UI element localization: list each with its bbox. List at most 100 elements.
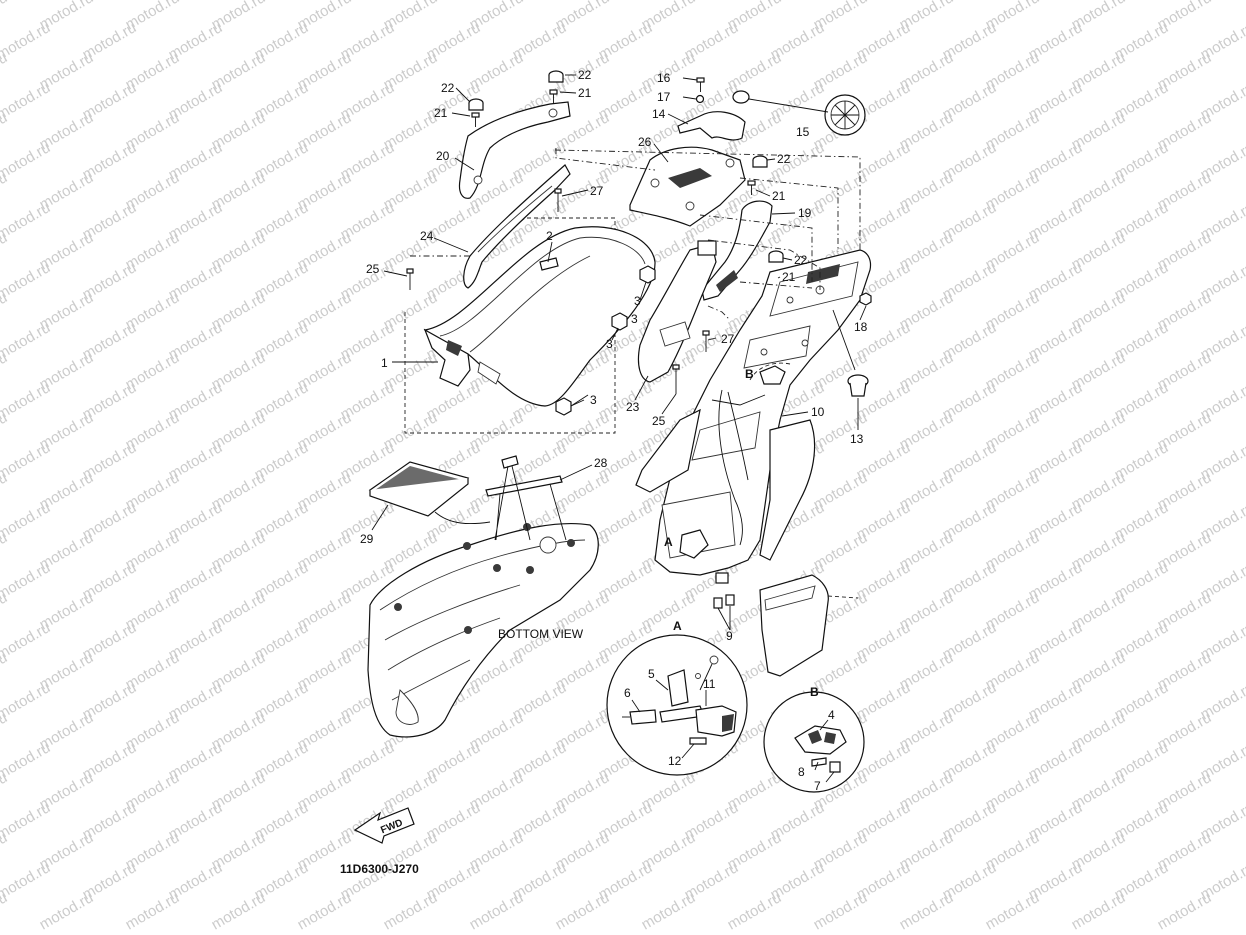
rear-top-cover <box>629 146 746 227</box>
callout-25: 25 <box>366 262 380 276</box>
leader-line <box>749 362 791 381</box>
callout-23: 23 <box>626 400 640 414</box>
callout-9: 9 <box>726 629 733 643</box>
callout-10: 10 <box>811 405 825 419</box>
washer <box>695 94 705 104</box>
callout-24: 24 <box>420 229 434 243</box>
callout-27: 27 <box>721 332 735 346</box>
tool-kit <box>368 461 470 517</box>
seat-nut <box>555 265 656 416</box>
bottom-view-label: BOTTOM VIEW <box>498 627 584 641</box>
callout-26: 26 <box>638 135 652 149</box>
watermark-text: motod.ru <box>0 259 53 303</box>
watermark-text: motod.ru <box>0 79 53 123</box>
callout-22: 22 <box>777 152 791 166</box>
callout-11: 11 <box>703 677 716 691</box>
leader-line <box>434 511 491 525</box>
callout-17: 17 <box>657 90 671 104</box>
callout-16: 16 <box>657 71 671 85</box>
bulb <box>732 90 750 104</box>
watermark-text: motod.ru <box>639 889 699 933</box>
callout-14: 14 <box>652 107 666 121</box>
cap-fastener <box>468 70 784 263</box>
switch-location <box>679 529 709 559</box>
callout-1: 1 <box>381 356 388 370</box>
grab-bar-right <box>701 200 773 301</box>
side-cover-left <box>463 164 571 289</box>
watermark-text: motod.ru <box>467 889 527 933</box>
watermark-text: motod.ru <box>0 439 53 483</box>
leader-line <box>832 309 856 371</box>
callout-22: 22 <box>441 81 455 95</box>
watermark-text: motod.ru <box>0 679 53 723</box>
watermark-text: motod.ru <box>725 889 785 933</box>
callout-3: 3 <box>590 393 597 407</box>
watermark-text: motod.ru <box>0 139 53 183</box>
watermark-text: motod.ru <box>37 889 97 933</box>
callout-5: 5 <box>648 667 655 681</box>
callout-12: 12 <box>668 754 682 768</box>
callout-leaders <box>371 74 867 783</box>
callout-19: 19 <box>798 206 812 220</box>
watermark-text: motod.ru <box>983 889 1043 933</box>
watermark-text: motod.ru <box>897 889 957 933</box>
callout-21: 21 <box>772 189 786 203</box>
leader-line <box>748 98 829 113</box>
callout-18: 18 <box>854 320 868 334</box>
callout-3: 3 <box>631 312 638 326</box>
watermark-text: motod.ru <box>0 379 53 423</box>
grab-bar-left <box>458 101 571 199</box>
watermark-text: motod.ru <box>123 889 183 933</box>
watermark-text: motod.ru <box>0 559 53 603</box>
taillight-bracket <box>677 111 746 141</box>
seat <box>423 226 656 407</box>
seat-switch-location <box>759 365 786 385</box>
leader-line <box>827 595 859 599</box>
detail-a <box>606 634 748 776</box>
callout-labels: 1 2 3 3 3 3 4 5 6 7 8 9 10 11 12 13 14 1… <box>360 68 868 793</box>
watermark-text: motod.ru <box>209 889 269 933</box>
detail-b-marker: B <box>745 367 754 381</box>
side-cover-right <box>637 240 717 383</box>
watermark-text: motod.ru <box>0 199 53 243</box>
watermark-text: motod.ru <box>0 799 53 843</box>
watermark-text: motod.ru <box>1069 889 1129 933</box>
callout-8: 8 <box>798 765 805 779</box>
callout-4: 4 <box>828 708 835 722</box>
detail-b <box>763 691 865 793</box>
watermark-text: motod.ru <box>381 889 441 933</box>
nut <box>859 292 872 306</box>
callout-20: 20 <box>436 149 450 163</box>
watermark-text: motod.ru <box>553 889 613 933</box>
rear-frame <box>635 249 872 576</box>
fwd-arrow-icon <box>353 807 415 844</box>
watermark-text: motod.ru <box>0 0 10 33</box>
seat-bottom-view <box>367 522 599 738</box>
callout-2: 2 <box>546 229 553 243</box>
watermark-text: motod.ru <box>1155 889 1215 933</box>
callout-27: 27 <box>590 184 604 198</box>
connector <box>713 572 735 609</box>
callout-21: 21 <box>434 106 448 120</box>
watermark-text: motod.ru <box>811 889 871 933</box>
callout-15: 15 <box>796 125 810 139</box>
detail-a-marker: A <box>664 535 673 549</box>
callout-21: 21 <box>578 86 592 100</box>
watermark-text: motod.ru <box>0 619 53 663</box>
callout-7: 7 <box>814 779 821 793</box>
taillight-lens <box>824 94 866 136</box>
callout-22: 22 <box>794 253 808 267</box>
watermark-text: motod.ru <box>0 739 53 783</box>
callout-21: 21 <box>782 270 796 284</box>
watermark-text: motod.ru <box>295 889 355 933</box>
battery-box <box>759 574 829 677</box>
diagram-code: 11D6300-J270 <box>340 862 419 876</box>
watermark-text: motod.ru <box>0 859 53 903</box>
assembly-lines <box>410 148 861 321</box>
callout-22: 22 <box>578 68 592 82</box>
callout-28: 28 <box>594 456 608 470</box>
grommet <box>847 374 869 397</box>
seat-bracket <box>485 455 567 541</box>
